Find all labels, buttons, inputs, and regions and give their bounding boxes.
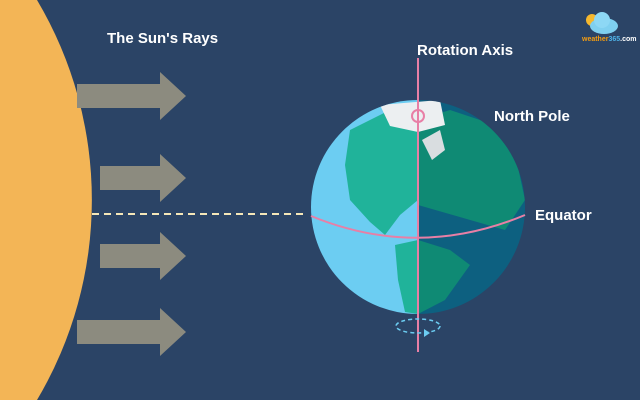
rotation-arrow-icon <box>395 318 441 334</box>
equator-label: Equator <box>535 207 592 224</box>
ray-arrow <box>77 72 186 120</box>
ray-arrow <box>100 154 186 202</box>
south-america <box>395 240 418 314</box>
rotation-axis-label: Rotation Axis <box>417 42 514 59</box>
sun <box>0 0 92 400</box>
ray-arrow <box>77 308 186 356</box>
weather365-logo-icon <box>586 12 618 34</box>
north-pole-label: North Pole <box>494 108 570 125</box>
sun-rays <box>77 72 186 356</box>
rotation-arrowhead <box>424 329 430 337</box>
weather365-logo: weather365.com <box>582 36 637 43</box>
suns-rays-label: The Sun's Rays <box>107 30 219 47</box>
north-pole-marker <box>411 109 425 123</box>
north-america <box>345 110 418 235</box>
equator-line <box>310 214 526 239</box>
ray-arrow <box>100 232 186 280</box>
